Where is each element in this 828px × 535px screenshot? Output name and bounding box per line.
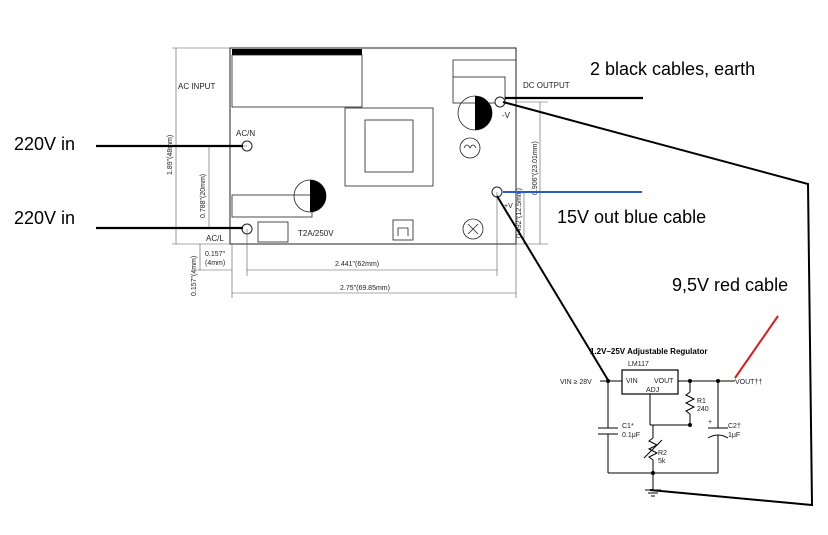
- annotation-out15: 15V out blue cable: [557, 207, 706, 227]
- output-capacitor-mark: [475, 96, 492, 130]
- fuse: [257, 221, 289, 243]
- r1-value: 240: [697, 406, 709, 413]
- annotation-in-top: 220V in: [14, 134, 75, 154]
- vout-label: VOUT††: [735, 379, 762, 386]
- c1-label: C1*: [622, 423, 634, 430]
- input-component: [231, 194, 313, 218]
- vin-label: VIN ≥ 28V: [560, 379, 592, 386]
- regulator-title: 1.2V–25V Adjustable Regulator: [590, 347, 708, 356]
- annotation-in-bottom: 220V in: [14, 208, 75, 228]
- c2-label: C2†: [728, 423, 741, 430]
- dim-157a-mm: (4mm): [205, 260, 225, 267]
- r1-label: R1: [697, 398, 706, 405]
- r2-value: 5k: [658, 458, 666, 465]
- dim-157b: 0.157"(4mm): [191, 256, 198, 296]
- dim-height: 1.89"(48mm): [167, 135, 174, 175]
- r2-label: R2: [658, 450, 667, 457]
- inductor: [459, 137, 481, 159]
- label-ac-n: AC/N: [236, 129, 255, 138]
- label-fuse: T2A/250V: [298, 229, 334, 238]
- psu-board: AC INPUT DC OUTPUT AC/N AC/L -V T2A/250V: [167, 47, 570, 298]
- dim-2441: 2.441"(62mm): [335, 261, 379, 268]
- c2-plus: +: [708, 419, 712, 426]
- inductor-coil: [463, 144, 477, 149]
- wire-earth-return: [502, 101, 814, 507]
- trimmer-pot: [462, 218, 484, 240]
- c1-value: 0.1μF: [622, 432, 640, 439]
- label-plus-v: +V: [504, 203, 513, 210]
- board-top-bar: [232, 49, 362, 55]
- pin-adj-label: ADJ: [646, 387, 659, 394]
- dim-157a: 0.157": [205, 251, 226, 258]
- label-minus-v: -V: [502, 111, 511, 120]
- label-ac-input: AC INPUT: [178, 82, 215, 91]
- pin-vout-label: VOUT: [654, 378, 674, 385]
- label-ac-l: AC/L: [206, 234, 224, 243]
- input-capacitor-mark: [310, 180, 326, 212]
- c2-value: 1μF: [728, 432, 740, 439]
- annotation-out95: 9,5V red cable: [672, 275, 788, 295]
- dim-492: 0.492"(12.5mm): [516, 188, 523, 238]
- transformer: [344, 107, 434, 187]
- annotation-earth: 2 black cables, earth: [590, 59, 755, 79]
- transformer-core: [364, 119, 414, 173]
- board-top-component: [231, 54, 363, 108]
- regulator-circuit: 1.2V–25V Adjustable Regulator LM117 VIN …: [560, 347, 762, 497]
- board-outline: [229, 47, 517, 245]
- dim-275: 2.75"(69.85mm): [340, 285, 390, 292]
- dim-906: 0.906"(23.01mm): [532, 141, 539, 195]
- regulator-part: LM117: [628, 361, 649, 368]
- external-wires: [96, 96, 814, 507]
- label-dc-output: DC OUTPUT: [523, 81, 570, 90]
- dim-788: 0.788"(20mm): [200, 174, 207, 218]
- wire-red: [734, 315, 779, 379]
- board-small-component: [392, 219, 414, 241]
- wire-to-regulator: [496, 195, 609, 381]
- pin-vin-label: VIN: [626, 378, 638, 385]
